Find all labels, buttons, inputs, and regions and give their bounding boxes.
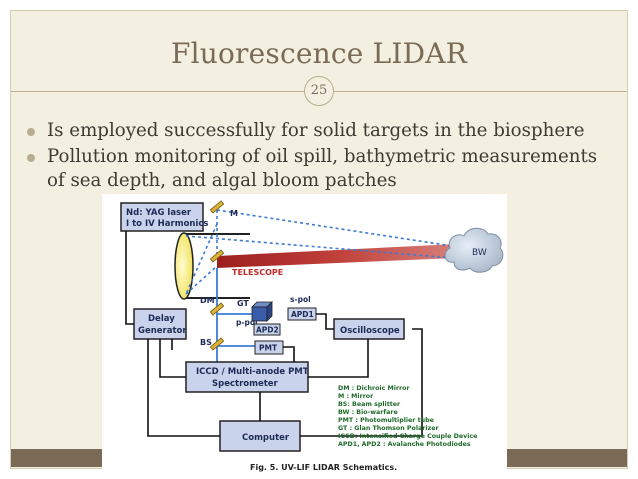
laser-beam (217, 244, 457, 268)
title-band: Fluorescence LIDAR 25 (11, 11, 627, 106)
return-light-paths (185, 209, 453, 295)
bullet-text: Is employed successfully for solid targe… (47, 120, 585, 141)
legend: DM : Dichroic Mirror M : Mirror BS: Beam… (338, 385, 477, 448)
legend-item: APD1, APD2 : Avalanche Photodiodes (338, 441, 471, 448)
glan-thomson-polarizer-icon (251, 301, 273, 322)
delay-generator-label: Delay (148, 314, 175, 324)
bullet-text: Pollution monitoring of oil spill, bathy… (47, 146, 598, 191)
apd2-label: APD2 (256, 326, 279, 335)
page-number: 25 (304, 76, 334, 106)
iccd-spectrometer-box (185, 361, 309, 393)
laser-box-label: I to IV Harmonics (126, 219, 209, 229)
iccd-label: ICCD / Multi-anode PMT (196, 367, 309, 377)
bullet-list: Is employed successfully for solid targe… (25, 119, 615, 195)
bio-warfare-cloud: BW (444, 227, 504, 273)
slide-title: Fluorescence LIDAR (170, 37, 468, 70)
iccd-label: Spectrometer (212, 379, 279, 389)
dm-label: DM (200, 296, 215, 305)
legend-item: GT : Glan Thomson Polarizer (338, 425, 439, 432)
legend-item: M : Mirror (338, 393, 374, 400)
bullet-item: Pollution monitoring of oil spill, bathy… (25, 145, 615, 193)
mirror-icon (209, 200, 225, 214)
bullet-item: Is employed successfully for solid targe… (25, 119, 615, 143)
legend-item: ICCD: Intensified Charge Couple Device (338, 433, 477, 440)
delay-generator-box (133, 308, 187, 340)
telescope-lens-icon (174, 232, 194, 300)
signal-cables (125, 231, 423, 437)
legend-item: PMT : Photomultiplier tube (338, 417, 434, 424)
bw-label: BW (472, 248, 487, 258)
mirror-label: M (230, 209, 238, 218)
computer-label: Computer (242, 433, 290, 443)
apd1-label: APD1 (291, 310, 314, 319)
p-pol-label: p-pol (236, 318, 258, 327)
dichroic-mirror-icon (209, 302, 225, 316)
bullet-dot-icon (27, 128, 35, 136)
legend-item: BW : Bio-warfare (338, 409, 398, 416)
bullet-dot-icon (27, 154, 35, 162)
figure-caption: Fig. 5. UV-LIF LIDAR Schematics. (250, 463, 397, 472)
schematic-diagram: Nd: YAG laser I to IV Harmonics BW M TEL… (120, 200, 504, 472)
apd2-box (253, 323, 281, 336)
delay-generator-label: Generator (138, 326, 187, 336)
laser-box (120, 202, 204, 232)
oscilloscope-label: Oscilloscope (340, 326, 400, 336)
bs-label: BS (200, 338, 212, 347)
lidar-schematic-figure: Nd: YAG laser I to IV Harmonics BW M TEL… (102, 194, 507, 478)
mirror-icon (209, 249, 225, 263)
laser-box-label: Nd: YAG laser (126, 208, 192, 218)
s-pol-label: s-pol (290, 295, 311, 304)
beam-splitter-icon (209, 337, 225, 351)
legend-item: DM : Dichroic Mirror (338, 385, 410, 392)
telescope-label: TELESCOPE (232, 268, 283, 277)
legend-item: BS: Beam splitter (338, 401, 401, 408)
pmt-label: PMT (259, 344, 278, 353)
gt-label: GT (237, 299, 249, 308)
